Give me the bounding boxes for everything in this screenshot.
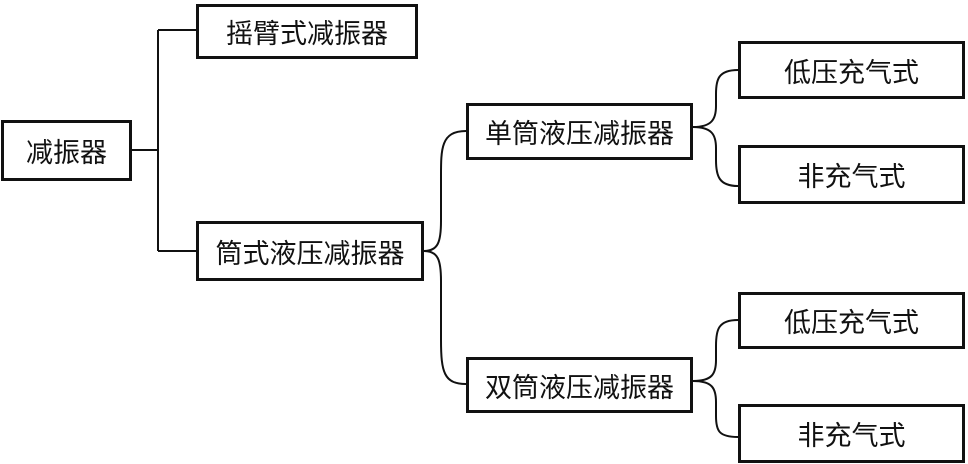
brace-mono	[692, 69, 739, 187]
brace-tube	[423, 130, 467, 385]
node-label: 双筒液压减振器	[485, 372, 674, 404]
node-mono-low-pressure-gas: 低压充气式	[738, 41, 965, 99]
node-label: 筒式液压减振器	[215, 238, 405, 270]
node-shock-absorber: 减振器	[1, 120, 132, 181]
node-twin-low-pressure-gas: 低压充气式	[738, 292, 965, 349]
brace-twin	[692, 319, 739, 438]
node-twin-non-gas: 非充气式	[738, 404, 965, 463]
node-label: 低压充气式	[784, 308, 919, 339]
node-rocker-arm-shock-absorber: 摇臂式减振器	[196, 4, 418, 59]
node-label: 非充气式	[797, 162, 906, 193]
node-label: 减振器	[26, 138, 107, 169]
node-label: 摇臂式减振器	[226, 19, 388, 50]
node-mono-non-gas: 非充气式	[738, 145, 965, 204]
node-twin-tube-shock-absorber: 双筒液压减振器	[466, 357, 693, 413]
node-label: 单筒液压减振器	[485, 119, 674, 150]
node-mono-tube-shock-absorber: 单筒液压减振器	[466, 103, 693, 160]
node-label: 低压充气式	[784, 57, 919, 89]
connector-root	[132, 29, 196, 252]
node-tube-hydraulic-shock-absorber: 筒式液压减振器	[196, 221, 424, 281]
node-label: 非充气式	[797, 421, 906, 452]
